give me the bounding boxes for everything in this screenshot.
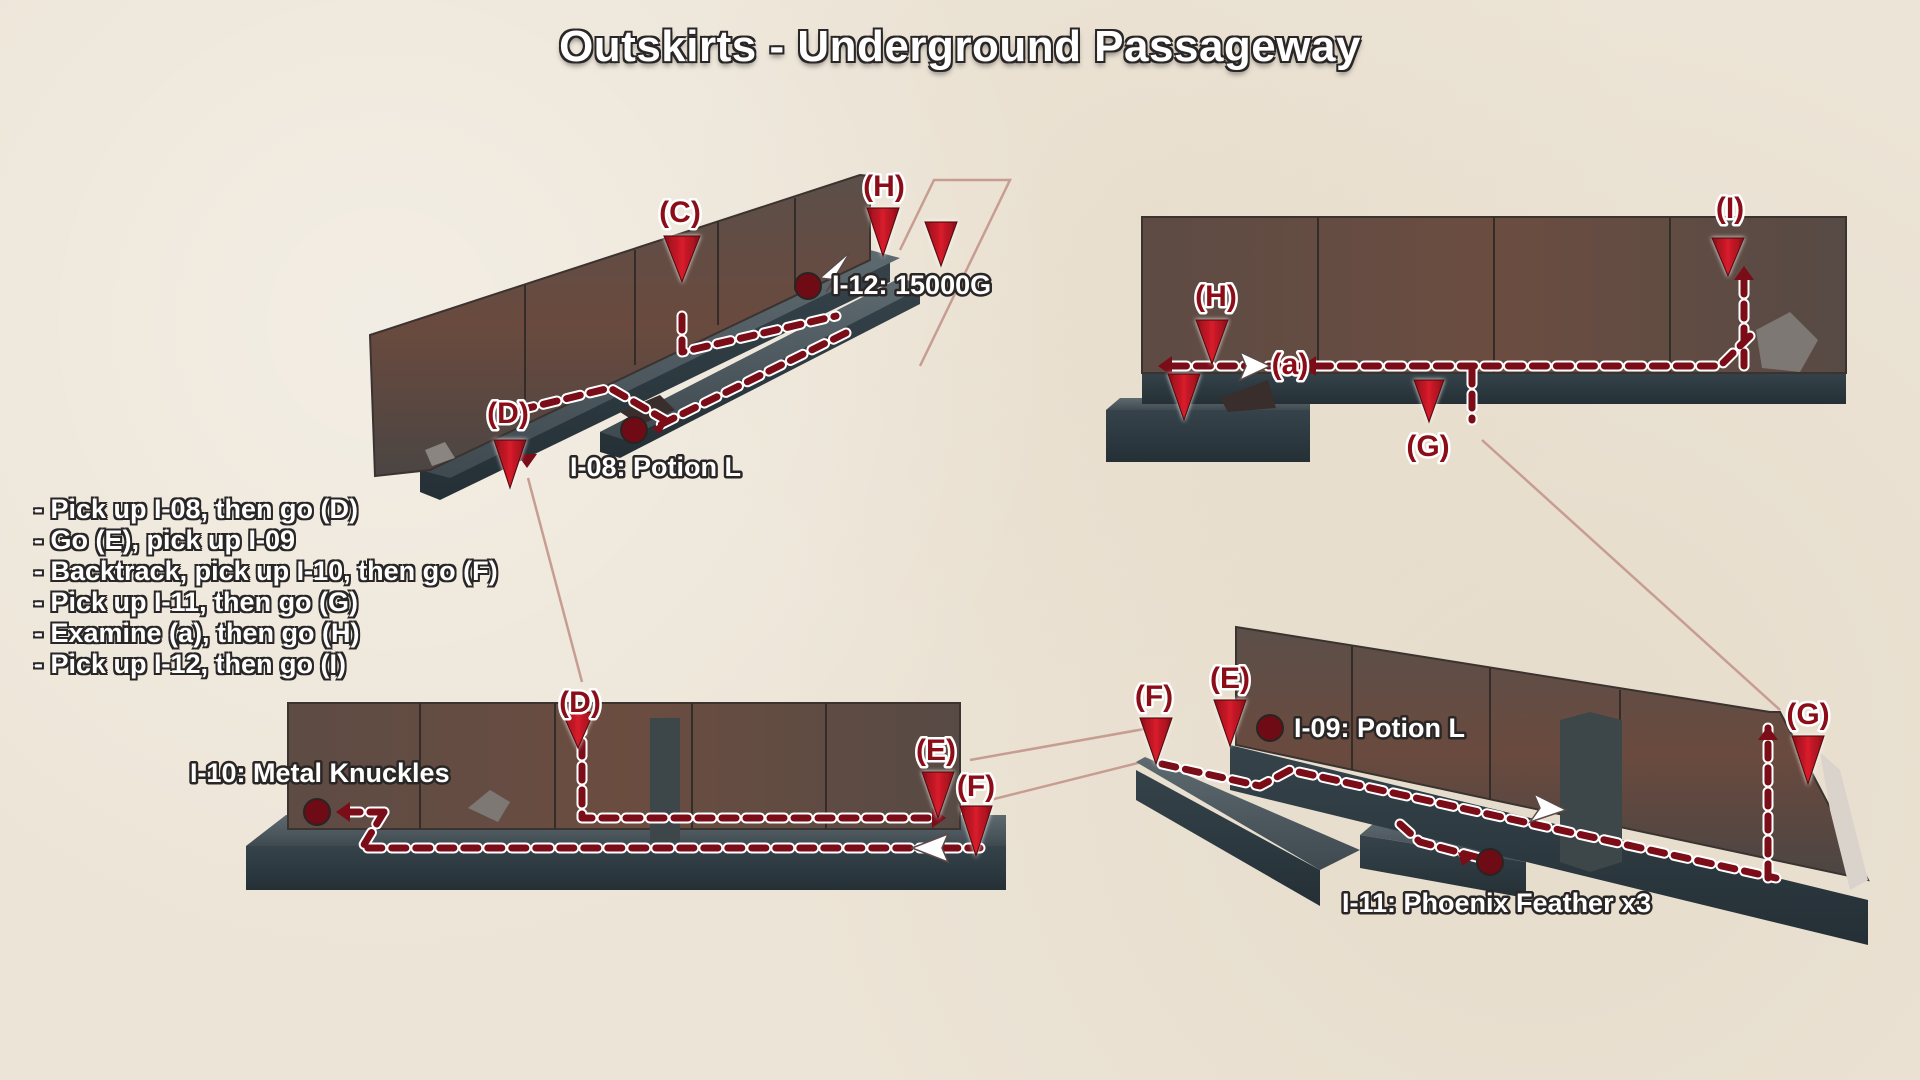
- label-e-room4: (E): [1210, 662, 1250, 695]
- label-h-room1: (H): [863, 170, 905, 203]
- room4-pillar: [1560, 712, 1622, 872]
- label-item-i09: I-09: Potion L: [1294, 713, 1465, 743]
- label-h-room2: (H): [1195, 280, 1237, 313]
- item-dot-i11[interactable]: [1476, 848, 1504, 876]
- room3-wall-seams: [419, 703, 827, 829]
- item-dots: [303, 272, 1504, 876]
- marker-d-room1[interactable]: [493, 439, 527, 490]
- map-title: Outskirts - Underground Passageway: [559, 22, 1361, 71]
- marker-g-room2[interactable]: [1413, 379, 1445, 424]
- direction-arrows: [818, 251, 1568, 864]
- point-labels: (C) (H) (D) (I) (H) (a) (G) (D) (E) (F) …: [485, 168, 1832, 806]
- label-i: (I): [1716, 192, 1744, 225]
- item-dot-i12[interactable]: [794, 272, 822, 300]
- label-d-room1: (D): [487, 397, 529, 430]
- room1-floor-top: [420, 250, 900, 478]
- marker-d-room3[interactable]: [561, 711, 595, 750]
- step-4: Pick up I-11, then go (G): [34, 587, 498, 618]
- marker-f-room3[interactable]: [959, 805, 993, 858]
- room1-wall-seams: [524, 198, 796, 420]
- label-item-i12: I-12: 15000G: [832, 270, 991, 300]
- step-3: Backtrack, pick up I-10, then go (F): [34, 556, 498, 587]
- marker-e-room3[interactable]: [921, 771, 955, 820]
- room4-broken-edge: [1820, 752, 1868, 890]
- label-item-i10: I-10: Metal Knuckles: [190, 758, 450, 788]
- arrowhead-a-left: [1302, 356, 1316, 376]
- marker-g-room4[interactable]: [1791, 735, 1825, 786]
- item-dot-i09[interactable]: [1256, 714, 1284, 742]
- arrowhead-i08: [652, 420, 668, 434]
- room-upper-left: [368, 173, 925, 500]
- label-d-room3: (D): [559, 686, 601, 719]
- step-1: Pick up I-08, then go (D): [34, 494, 498, 525]
- room-lower-left: [246, 702, 1006, 890]
- arrowhead-e-right: [932, 808, 946, 828]
- marker-c[interactable]: [663, 235, 701, 284]
- label-g-room2: (G): [1406, 430, 1449, 463]
- route-arrowheads: [336, 266, 1778, 866]
- connector-f-link: [989, 758, 1151, 802]
- step-6: Pick up I-12, then go (I): [34, 649, 498, 680]
- item-dot-i10[interactable]: [303, 798, 331, 826]
- point-markers: [493, 207, 1825, 858]
- arrow-room1: [818, 251, 851, 293]
- step-2: Go (E), pick up I-09: [34, 525, 498, 556]
- room4-step-top: [1136, 757, 1360, 870]
- connector-h-link: [898, 178, 1012, 367]
- marker-e-room4[interactable]: [1213, 699, 1247, 748]
- arrowhead-i10-left: [336, 802, 350, 822]
- marker-h-room2[interactable]: [1195, 319, 1229, 366]
- room4-box-side: [1360, 835, 1526, 898]
- item-labels: I-12: 15000G I-08: Potion L I-09: Potion…: [188, 268, 1654, 921]
- label-g-room4: (G): [1786, 698, 1829, 731]
- room1-rubble: [425, 442, 455, 466]
- arrowhead-i-up: [1734, 266, 1754, 280]
- label-a[interactable]: (a): [1269, 346, 1311, 384]
- item-dot-i08[interactable]: [620, 416, 648, 444]
- label-e-room3: (E): [916, 734, 956, 767]
- connector-d-link: [526, 477, 584, 683]
- arrowhead-h-left: [1158, 356, 1172, 376]
- room3-wall: [287, 702, 961, 830]
- label-f-room3: (F): [957, 770, 995, 803]
- label-item-i11: I-11: Phoenix Feather x3: [1342, 888, 1651, 918]
- marker-h-room1-b[interactable]: [924, 221, 958, 268]
- room1-walkway-top: [600, 278, 925, 440]
- label-item-i08: I-08: Potion L: [570, 452, 741, 482]
- room3-floor-side: [246, 846, 1006, 890]
- room3-rubble: [468, 790, 510, 822]
- marker-f-room4[interactable]: [1139, 717, 1173, 766]
- arrowhead-d-down: [517, 454, 537, 468]
- arrow-room3: [909, 832, 950, 864]
- area-connectors: [526, 178, 1781, 802]
- arrowhead-i11: [1458, 852, 1474, 866]
- route-instructions: Pick up I-08, then go (D) Go (E), pick u…: [34, 494, 498, 680]
- marker-h-room1[interactable]: [866, 207, 900, 258]
- room2-debris: [1220, 380, 1276, 412]
- arrow-room2: [1238, 350, 1272, 382]
- room1-wall: [368, 173, 871, 478]
- room2-rubble: [1756, 312, 1818, 372]
- room2-ledge-side: [1106, 410, 1310, 462]
- route-paths: [334, 270, 1782, 884]
- arrow-room4: [1528, 792, 1568, 824]
- arrowhead-g-up: [1758, 726, 1778, 740]
- label-c: (C): [659, 196, 701, 229]
- room2-wall-seams: [1317, 217, 1671, 372]
- connector-g-link: [1481, 439, 1781, 711]
- marker-h-room2-b[interactable]: [1167, 373, 1201, 422]
- label-f-room4: (F): [1135, 680, 1173, 713]
- connector-e-link: [969, 726, 1151, 762]
- room4-step-side: [1136, 770, 1320, 906]
- marker-i[interactable]: [1711, 237, 1745, 278]
- step-5: Examine (a), then go (H): [34, 618, 498, 649]
